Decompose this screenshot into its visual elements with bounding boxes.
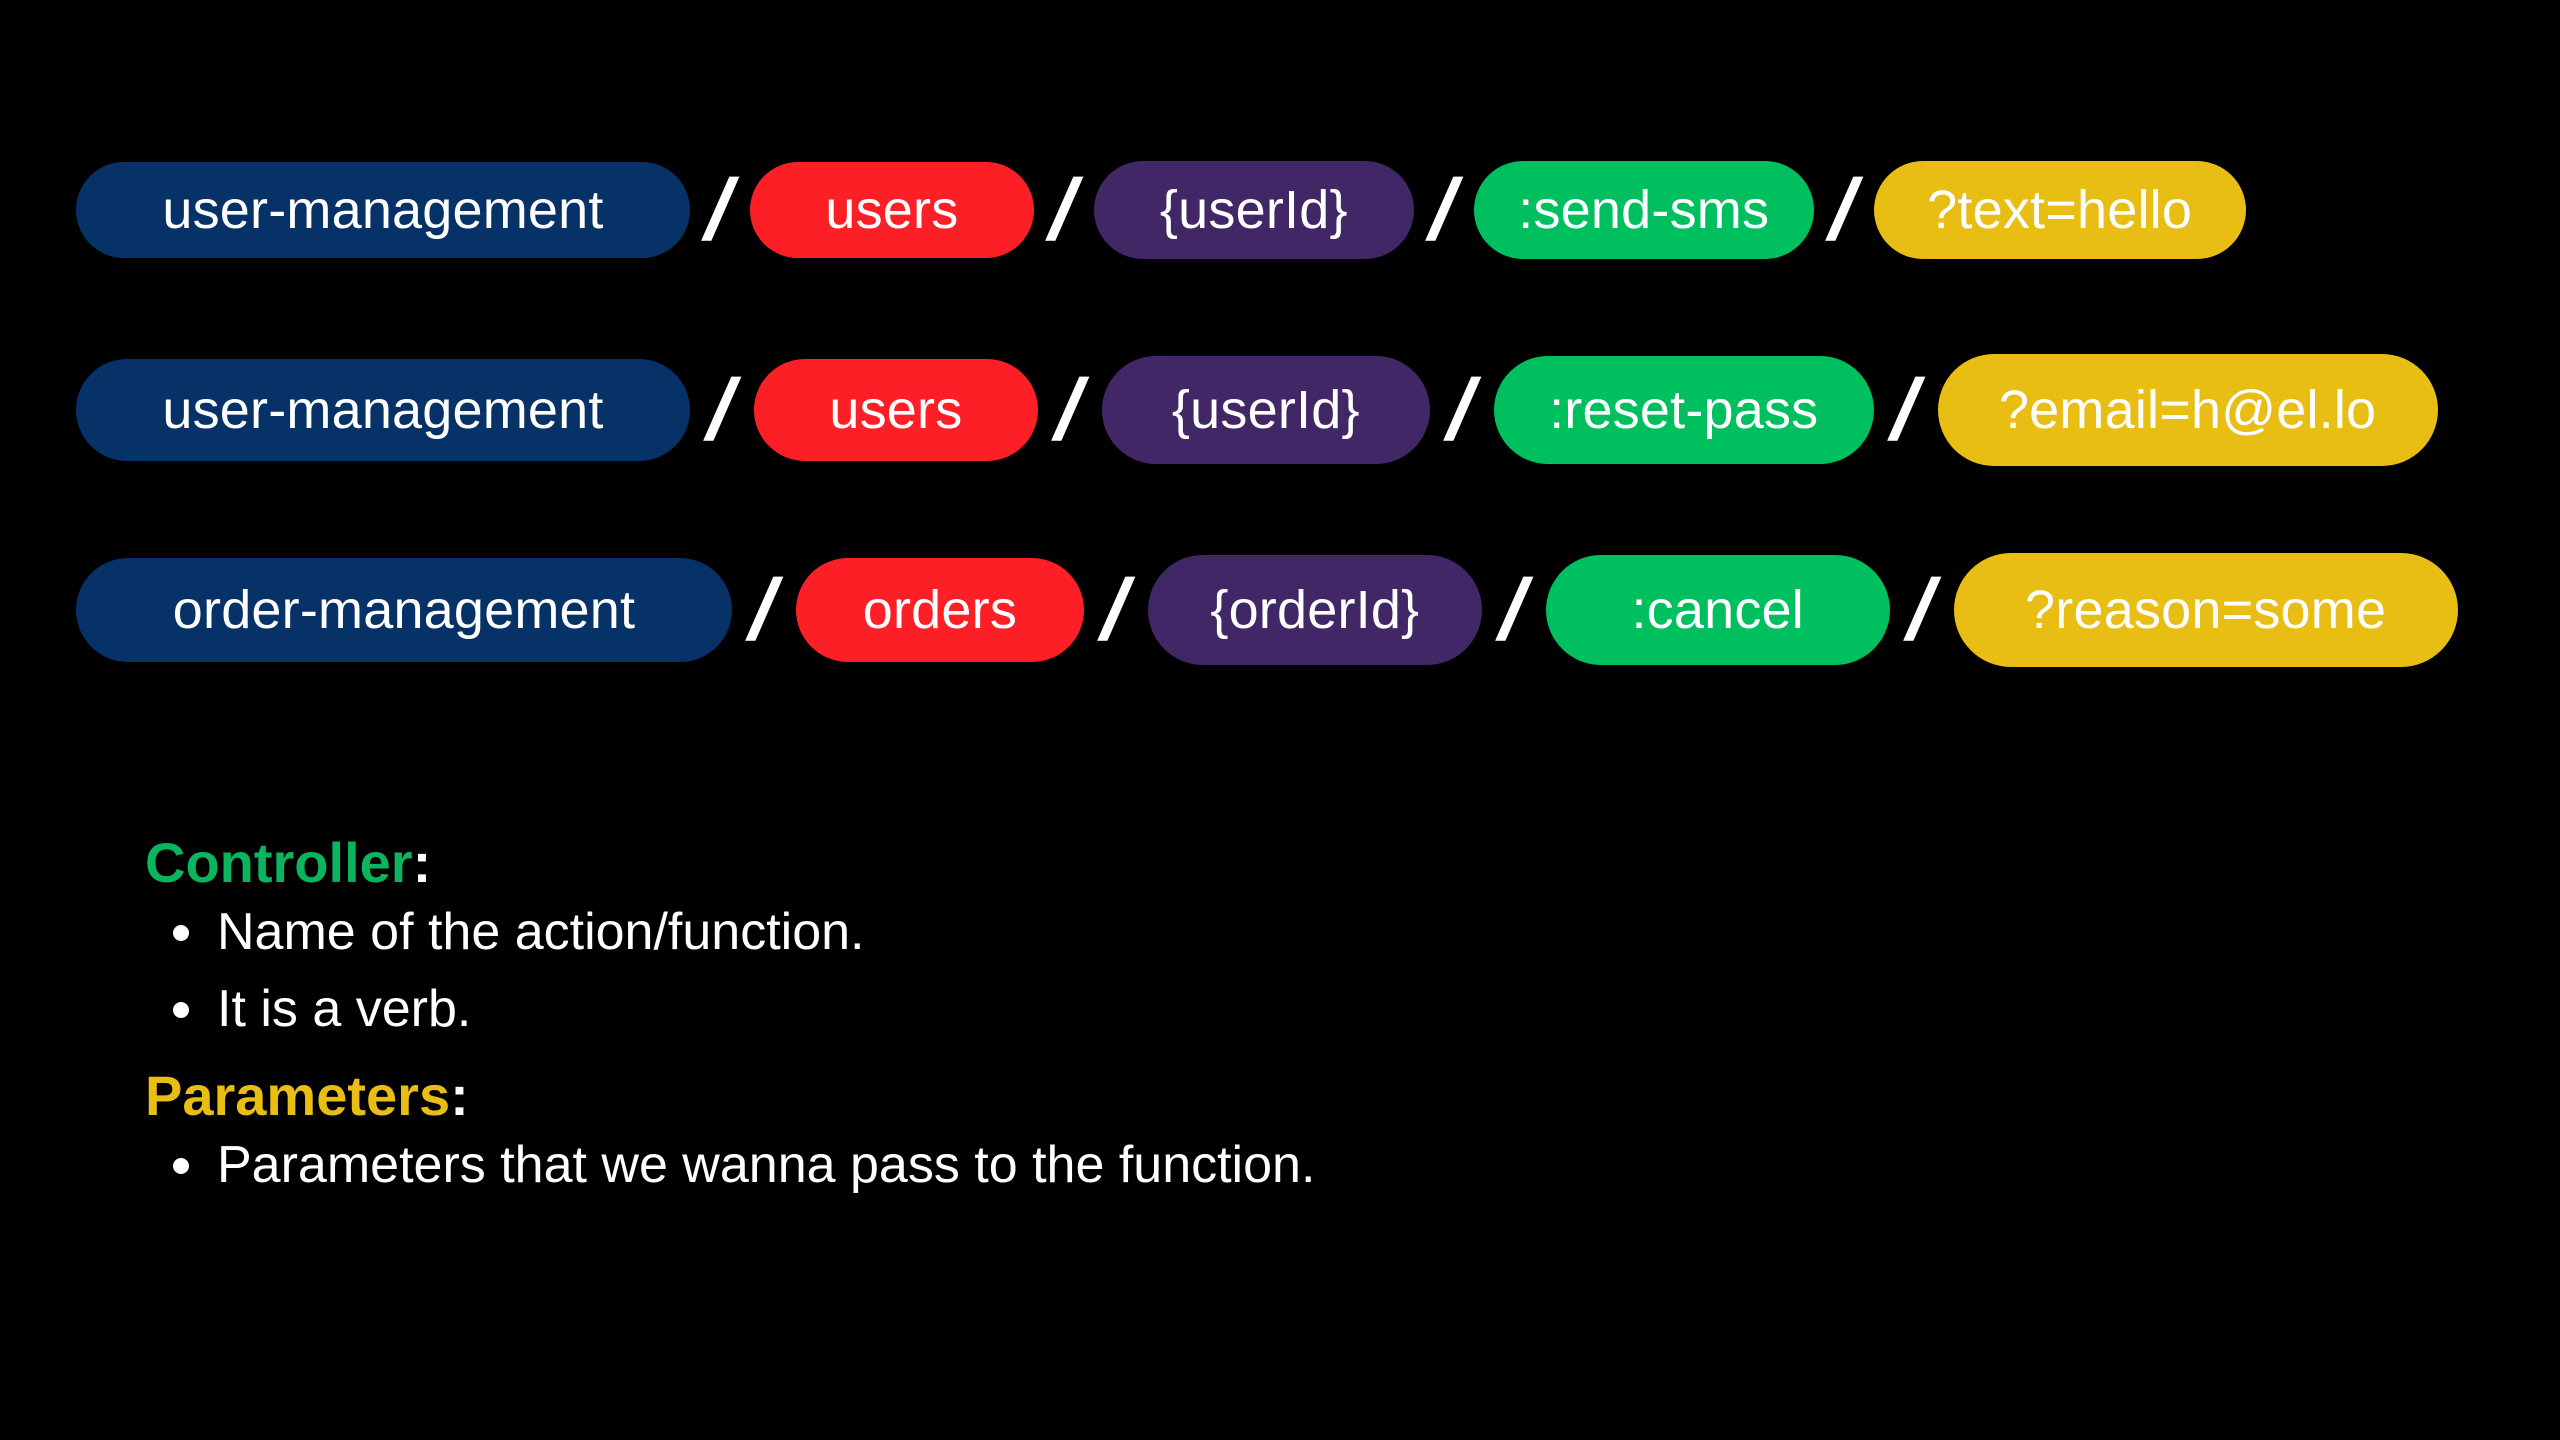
url-segment-service[interactable]: user-management (76, 162, 690, 258)
notes-section: Controller: Name of the action/function.… (145, 830, 2345, 1212)
list-item: It is a verb. (173, 979, 2345, 1040)
url-pattern-diagram: user-management / users / {userId} / :se… (0, 0, 2560, 690)
parameters-heading-colon: : (450, 1063, 469, 1127)
url-segment-resource[interactable]: orders (795, 558, 1084, 662)
url-segment-service[interactable]: user-management (76, 359, 690, 461)
path-separator-icon: / (740, 562, 788, 658)
url-segment-id[interactable]: {orderId} (1147, 555, 1482, 665)
path-separator-icon: / (1819, 162, 1868, 258)
path-separator-icon: / (696, 162, 744, 258)
path-separator-icon: / (1897, 562, 1946, 658)
controller-heading-label: Controller (145, 831, 413, 894)
bullet-point-icon (173, 1002, 189, 1019)
bullet-point-icon (173, 924, 189, 941)
url-segment-query[interactable]: ?email=h@el.lo (1937, 354, 2438, 466)
list-item-text: It is a verb. (217, 980, 472, 1039)
path-separator-icon: / (1039, 162, 1088, 258)
path-separator-icon: / (1489, 562, 1538, 658)
path-separator-icon: / (1437, 362, 1486, 458)
controller-heading: Controller: (145, 830, 2345, 896)
url-segment-resource[interactable]: users (749, 162, 1034, 258)
url-segment-id[interactable]: {userId} (1101, 356, 1430, 464)
bullet-point-icon (173, 1157, 189, 1174)
url-segment-resource[interactable]: users (753, 359, 1038, 461)
list-item-text: Parameters that we wanna pass to the fun… (217, 1135, 1316, 1194)
parameters-bullet-list: Parameters that we wanna pass to the fun… (145, 1135, 2345, 1196)
parameters-heading: Parameters: (145, 1063, 2345, 1129)
controller-heading-colon: : (412, 831, 432, 894)
url-segment-query[interactable]: ?text=hello (1873, 161, 2246, 259)
url-segment-service[interactable]: order-management (76, 558, 732, 662)
notes-group-parameters: Parameters: Parameters that we wanna pas… (145, 1063, 2345, 1196)
list-item: Parameters that we wanna pass to the fun… (173, 1135, 2345, 1196)
list-item: Name of the action/function. (173, 902, 2345, 963)
url-segment-action[interactable]: :send-sms (1473, 161, 1814, 259)
url-row-cancel-order: order-management / orders / {orderId} / … (0, 530, 2560, 690)
path-separator-icon: / (698, 362, 746, 458)
url-row-send-sms: user-management / users / {userId} / :se… (0, 130, 2560, 290)
url-segment-query[interactable]: ?reason=some (1953, 553, 2458, 667)
url-segment-action[interactable]: :reset-pass (1493, 356, 1874, 464)
url-segment-id[interactable]: {userId} (1093, 161, 1414, 259)
controller-bullet-list: Name of the action/function. It is a ver… (145, 902, 2345, 1041)
url-segment-action[interactable]: :cancel (1545, 555, 1890, 665)
list-item-text: Name of the action/function. (217, 903, 865, 962)
url-row-reset-pass: user-management / users / {userId} / :re… (0, 330, 2560, 490)
path-separator-icon: / (1091, 562, 1140, 658)
path-separator-icon: / (1419, 162, 1468, 258)
parameters-heading-label: Parameters (145, 1063, 451, 1127)
notes-group-controller: Controller: Name of the action/function.… (145, 830, 2345, 1041)
path-separator-icon: / (1045, 362, 1094, 458)
path-separator-icon: / (1881, 362, 1930, 458)
